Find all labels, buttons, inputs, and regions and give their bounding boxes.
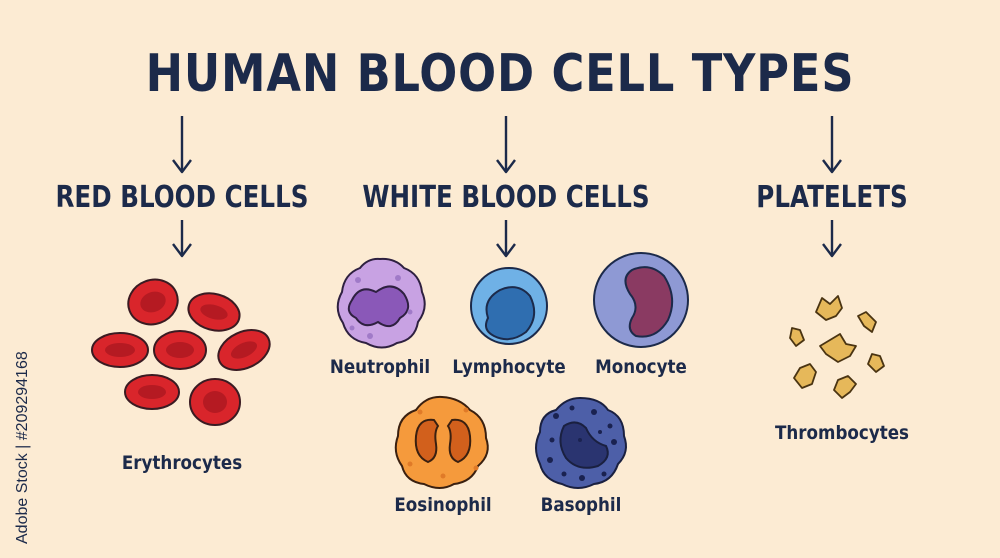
monocyte-icon bbox=[593, 252, 689, 348]
category-platelets: PLATELETS bbox=[756, 180, 908, 215]
label-erythrocytes: Erythrocytes bbox=[121, 452, 243, 474]
label-neutrophil: Neutrophil bbox=[329, 356, 431, 378]
basophil-icon bbox=[535, 396, 627, 489]
lymphocyte-icon bbox=[470, 267, 548, 345]
neutrophil-icon bbox=[336, 257, 426, 349]
label-monocyte: Monocyte bbox=[595, 356, 687, 378]
arrow-to-platelets bbox=[822, 116, 842, 174]
stock-id-watermark: Adobe Stock | #209294168 bbox=[14, 351, 31, 544]
arrow-to-red bbox=[172, 116, 192, 174]
arrow-platelets-to-cells bbox=[822, 220, 842, 258]
label-basophil: Basophil bbox=[540, 494, 622, 516]
page-title: HUMAN BLOOD CELL TYPES bbox=[145, 44, 855, 104]
label-thrombocytes: Thrombocytes bbox=[774, 422, 910, 444]
arrow-white-to-cells bbox=[496, 220, 516, 258]
category-red-blood-cells: RED BLOOD CELLS bbox=[55, 180, 309, 215]
eosinophil-icon bbox=[394, 395, 489, 489]
category-white-blood-cells: WHITE BLOOD CELLS bbox=[362, 180, 650, 215]
arrow-red-to-cells bbox=[172, 220, 192, 258]
thrombocyte-cluster-icon bbox=[789, 295, 885, 399]
label-eosinophil: Eosinophil bbox=[394, 494, 492, 516]
arrow-to-white bbox=[496, 116, 516, 174]
erythrocyte-cluster-icon bbox=[91, 278, 271, 426]
label-lymphocyte: Lymphocyte bbox=[452, 356, 566, 378]
